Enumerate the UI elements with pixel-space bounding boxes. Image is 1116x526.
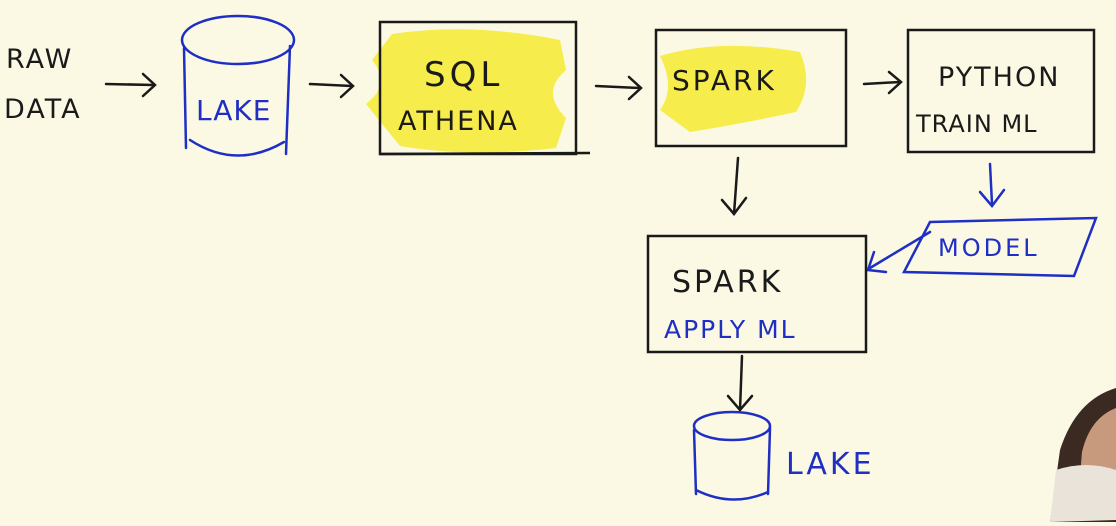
train-ml-label: TRAIN ML — [915, 110, 1038, 138]
lake-output-cylinder — [692, 410, 772, 501]
lake-output-label: LAKE — [786, 447, 875, 482]
spark-label: SPARK — [672, 64, 777, 97]
model-label: MODEL — [938, 234, 1040, 262]
python-train-box: PYTHON TRAIN ML — [906, 28, 1096, 154]
arrow-spark-down — [720, 156, 748, 216]
arrow-spark-to-python — [862, 70, 903, 95]
spark-highlight — [660, 45, 807, 132]
raw-data-label: RAW DATA — [4, 44, 82, 125]
spark-apply-label: SPARK — [672, 265, 783, 300]
athena-label: ATHENA — [398, 106, 519, 137]
arrow-sql-to-spark — [594, 75, 643, 101]
apply-ml-label: APPLY ML — [664, 315, 797, 344]
python-label: PYTHON — [938, 62, 1060, 93]
sql-label: SQL — [424, 55, 503, 95]
arrow-apply-to-lake — [726, 354, 754, 412]
arrow-raw-to-lake — [104, 72, 157, 98]
raw-data-line2: DATA — [4, 94, 82, 125]
raw-data-line1: RAW — [6, 44, 73, 75]
lake-source-label: LAKE — [196, 94, 271, 127]
arrow-python-to-model — [978, 162, 1006, 208]
model-box: MODEL — [901, 216, 1098, 278]
spark-box: SPARK — [654, 28, 848, 148]
spark-apply-box: SPARK APPLY ML — [646, 234, 868, 354]
presenter-webcam-corner — [1050, 388, 1116, 522]
sql-highlight — [366, 29, 566, 153]
arrow-lake-to-sql — [308, 73, 355, 99]
lake-source-cylinder — [180, 14, 296, 157]
sql-athena-box: SQL ATHENA — [366, 20, 591, 156]
arrow-model-to-spark-apply — [866, 230, 932, 274]
